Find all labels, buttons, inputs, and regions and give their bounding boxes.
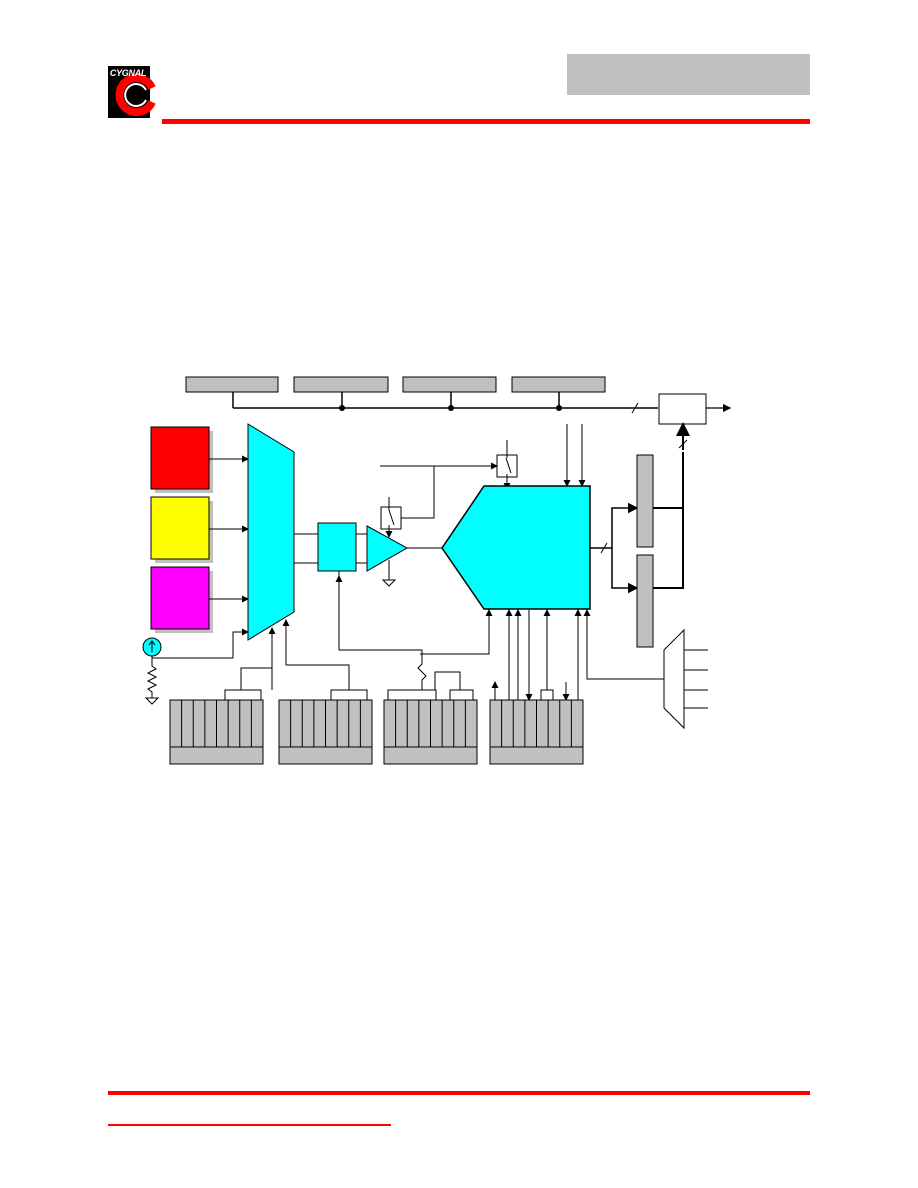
input-blocks — [150, 426, 213, 633]
header-rule — [162, 119, 810, 124]
register-bank-2 — [278, 699, 373, 765]
register-bank-3 — [383, 699, 478, 765]
data-register-low — [636, 554, 654, 648]
logo-text: CYGNAL — [109, 68, 147, 78]
sensor-block-magenta — [150, 566, 210, 630]
current-source — [142, 637, 162, 705]
sar-adc-block — [441, 485, 591, 610]
bus-junctions — [339, 405, 562, 411]
analog-mux — [247, 423, 295, 641]
track-hold-block — [317, 522, 357, 572]
data-register-high — [636, 454, 654, 548]
header-title-box — [567, 54, 810, 95]
top-bus — [232, 392, 658, 414]
logo-mark — [108, 66, 156, 118]
cygnal-logo: CYGNAL — [108, 66, 162, 118]
adc-control-lines — [224, 609, 582, 701]
bottom-register-banks — [169, 699, 584, 765]
register-bank-4 — [489, 699, 584, 765]
top-registers — [185, 376, 606, 393]
input-arrows — [152, 455, 249, 659]
sensor-block-red — [150, 426, 210, 490]
pga-amplifier — [366, 525, 409, 572]
conversion-start-mux — [663, 628, 685, 730]
register-bank-1 — [169, 699, 264, 765]
data-registers — [636, 454, 654, 648]
output-block — [658, 393, 707, 425]
top-register-4 — [511, 376, 606, 393]
switch-1 — [380, 465, 435, 538]
top-register-2 — [293, 376, 389, 393]
switch-2 — [434, 440, 518, 490]
sensor-block-yellow — [150, 496, 210, 560]
footer-rule — [108, 1091, 810, 1095]
top-register-1 — [185, 376, 279, 393]
top-register-3 — [402, 376, 497, 393]
footer-underline — [108, 1124, 391, 1126]
